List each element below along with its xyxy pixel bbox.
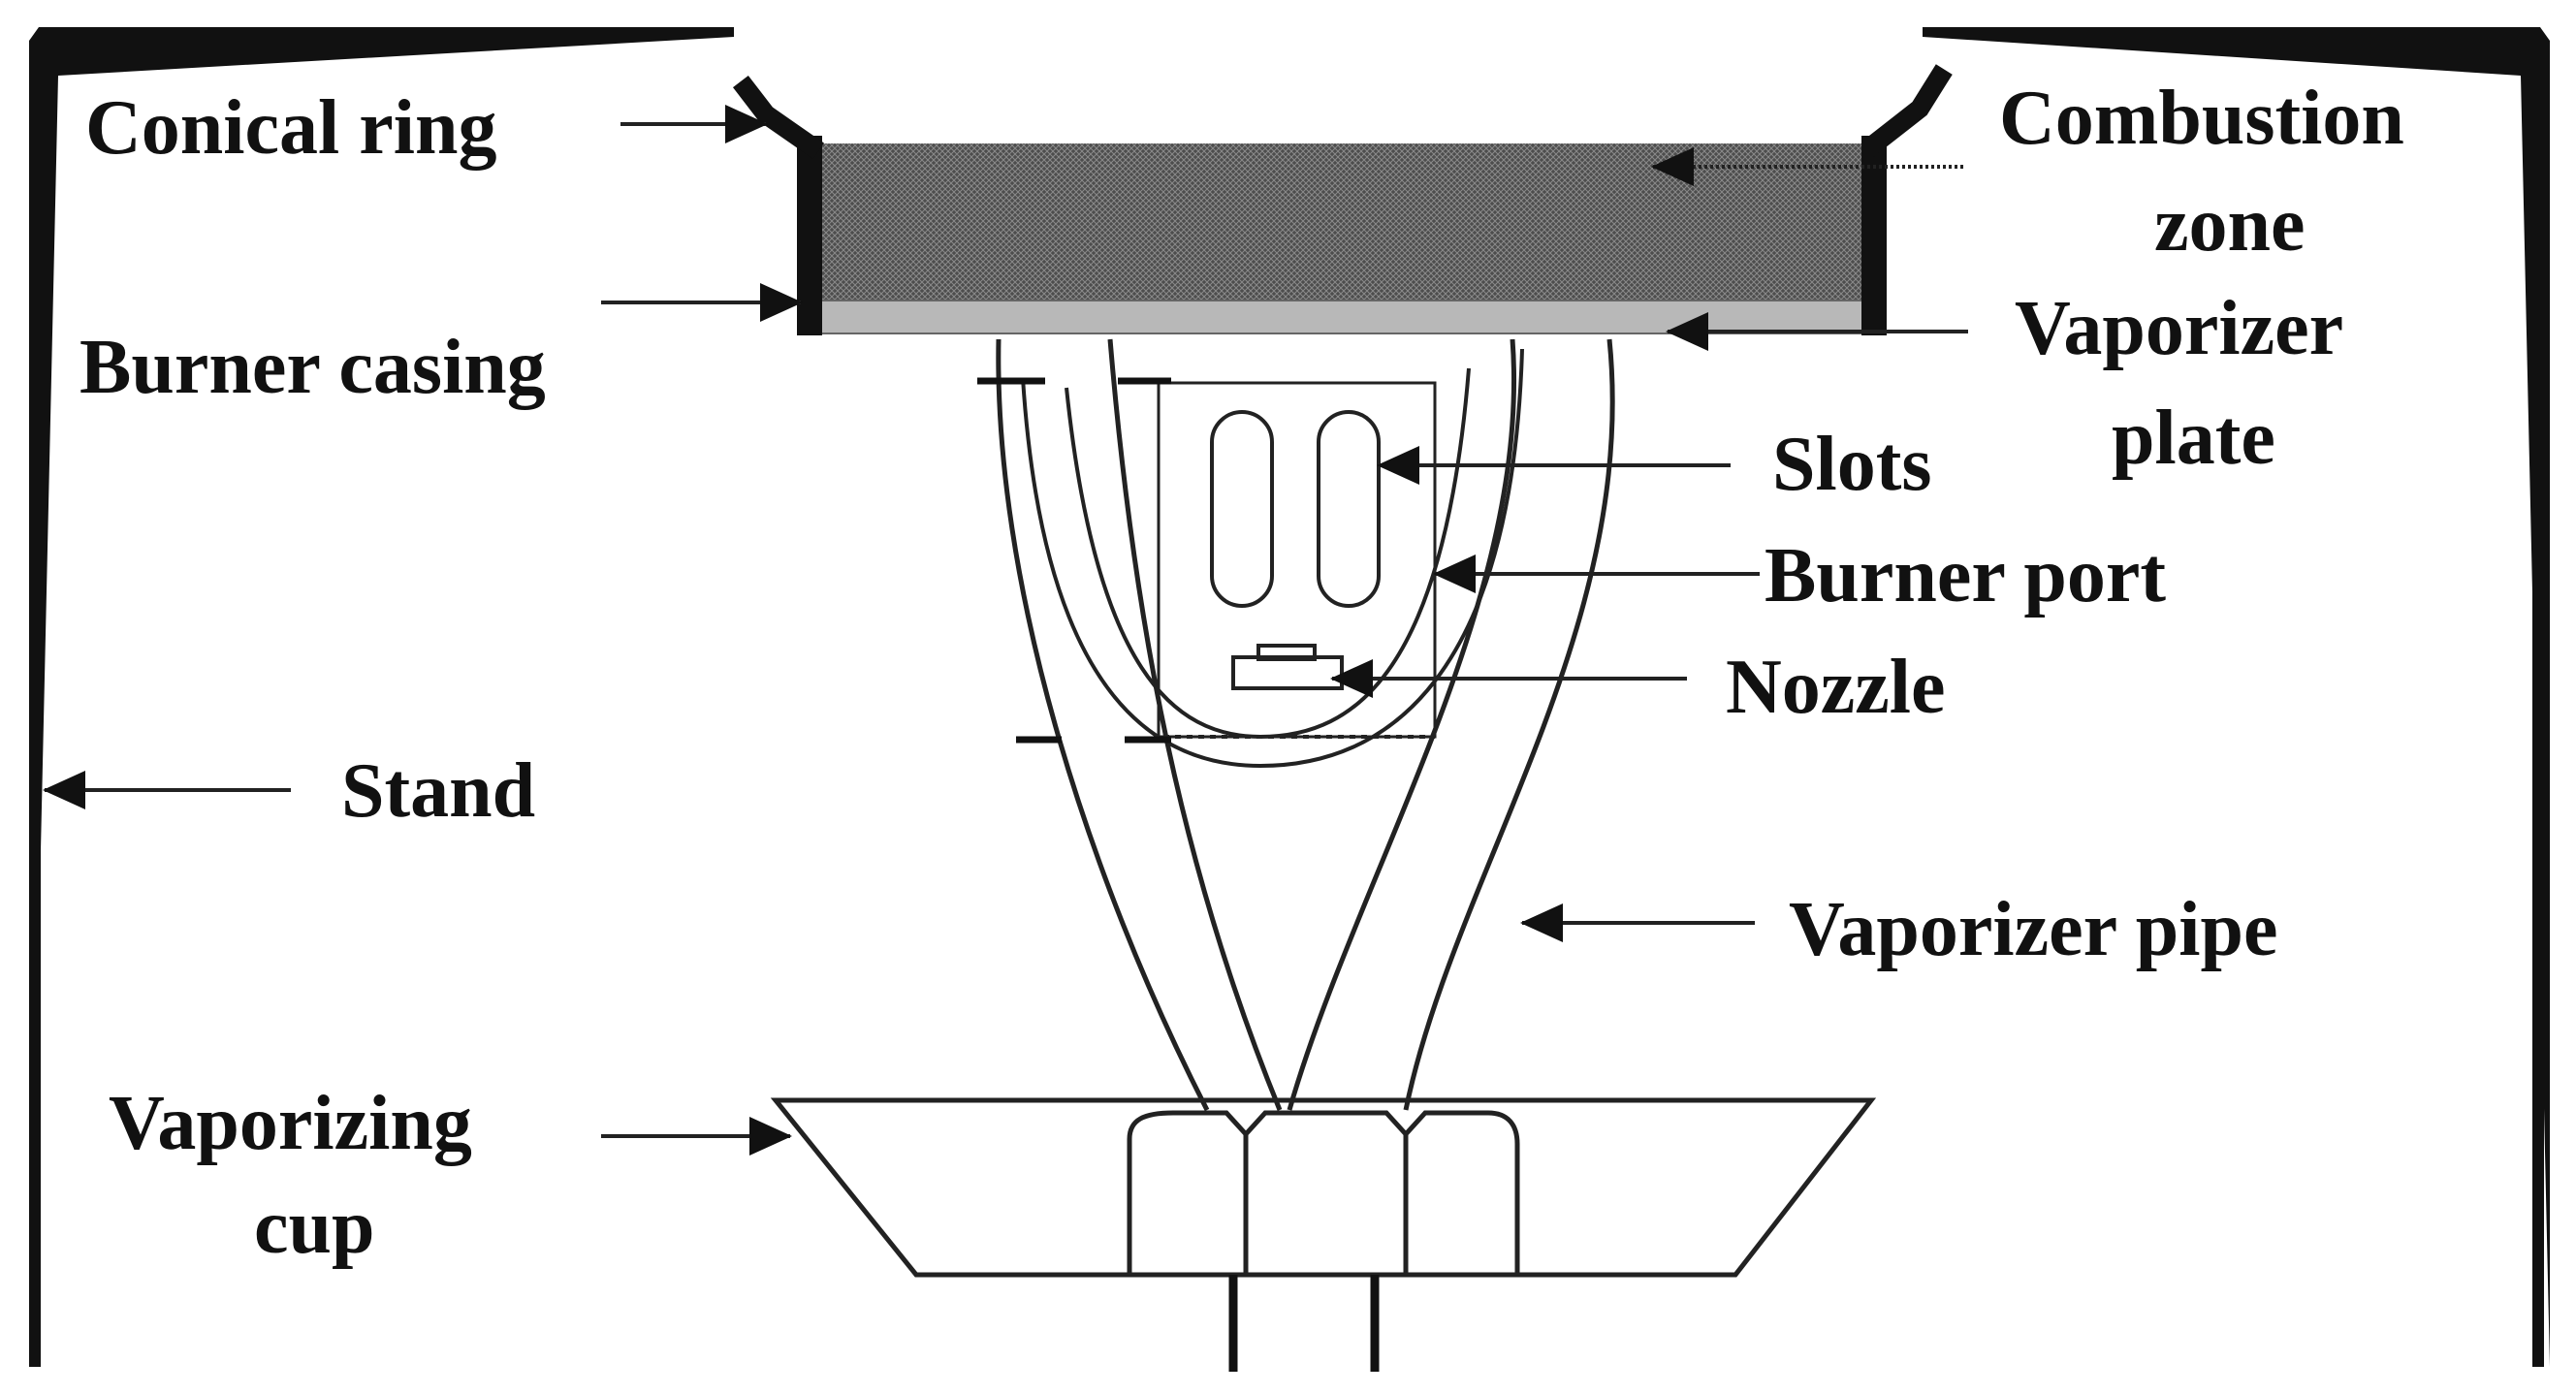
vaporizing-cup (770, 1097, 1877, 1278)
label-vaporizing-cup-line1: Vaporizing (109, 1081, 472, 1166)
stand (29, 27, 2550, 1367)
vaporizer-pipe (996, 338, 1615, 1112)
label-combustion-zone-line1: Combustion (1999, 76, 2404, 161)
label-burner-port: Burner port (1765, 533, 2166, 618)
label-vaporizing-cup-line2: cup (254, 1185, 375, 1270)
conical-ring (732, 64, 1953, 159)
combustion-zone (810, 143, 1871, 301)
cup-feed-pipes (1228, 1275, 1380, 1372)
burner-port (1021, 348, 1524, 769)
slots (1210, 410, 1381, 608)
label-vaporizer-plate-line1: Vaporizer (2015, 286, 2343, 371)
pipe-bracket-marks (977, 377, 1171, 744)
label-slots: Slots (1772, 422, 1932, 507)
label-vaporizer-plate-line2: plate (2112, 396, 2275, 481)
label-vaporizer-pipe: Vaporizer pipe (1789, 887, 2277, 972)
leader-arrows (43, 105, 1968, 1156)
burner-casing (797, 136, 1887, 335)
label-burner-casing: Burner casing (80, 325, 546, 410)
label-combustion-zone-line2: zone (2154, 182, 2306, 268)
vaporizer-plate (809, 300, 1872, 334)
label-stand: Stand (341, 748, 535, 834)
label-conical-ring: Conical ring (85, 85, 496, 171)
label-nozzle: Nozzle (1726, 645, 1946, 730)
nozzle (1231, 644, 1344, 690)
